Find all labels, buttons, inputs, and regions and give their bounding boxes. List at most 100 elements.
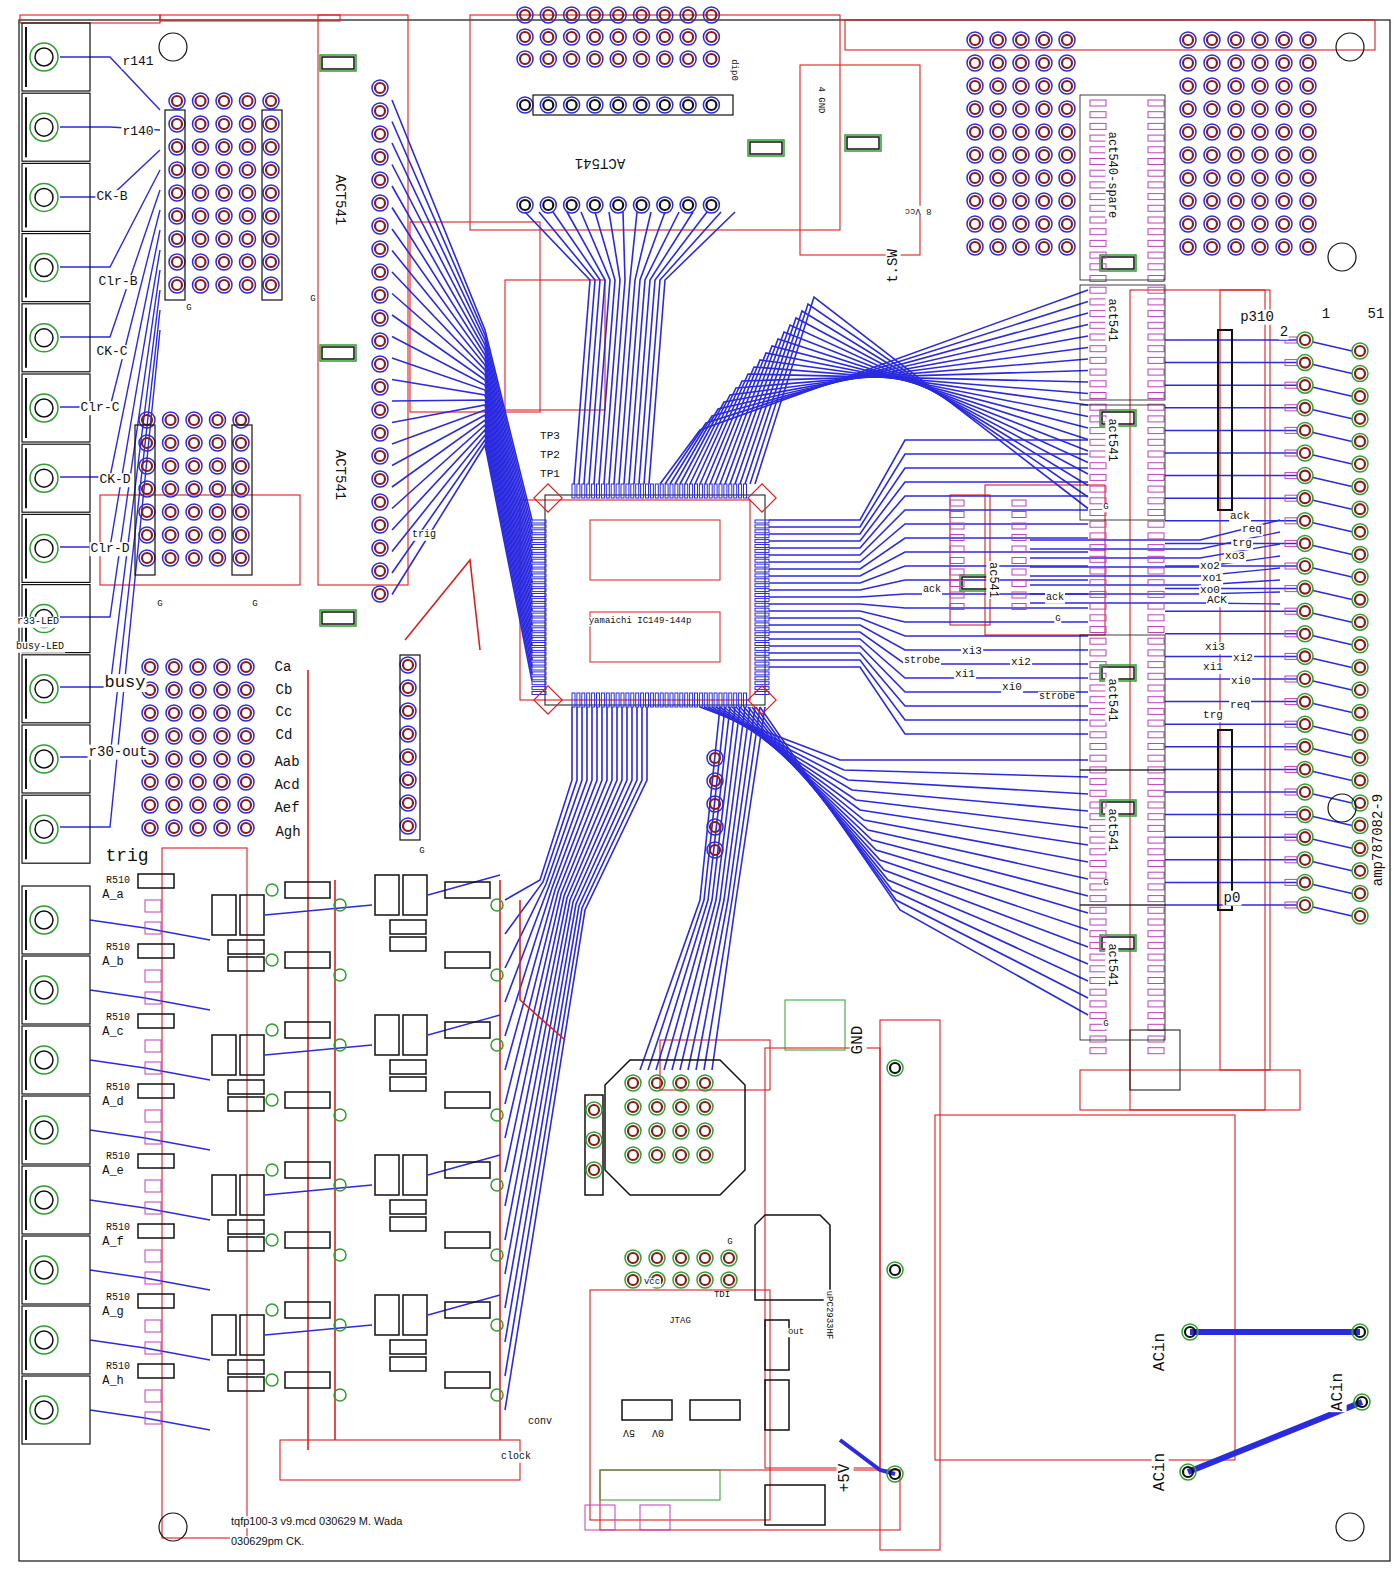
pad-hole [236, 461, 246, 471]
pad-ring [1180, 124, 1196, 140]
pad-hole [1279, 58, 1289, 68]
pad-hole [1355, 391, 1365, 401]
pad-ring [240, 93, 256, 109]
via [334, 1179, 346, 1191]
copper-trace [90, 1340, 210, 1360]
smd-pad [1090, 451, 1106, 457]
ic-pin [680, 693, 683, 707]
pad-ring [193, 254, 209, 270]
connector-edge [25, 97, 27, 157]
pad-ring [1180, 101, 1196, 117]
smd-pad [1090, 100, 1106, 106]
pcb-label: xi1 [954, 669, 976, 681]
pad-ring [193, 185, 209, 201]
pad-ring [610, 7, 626, 23]
pad-hole [189, 415, 199, 425]
pad-ring [139, 550, 155, 566]
copper-trace [392, 415, 532, 639]
pad-hole [213, 553, 223, 563]
board-region [800, 65, 920, 255]
pcb-label: trig [411, 530, 437, 541]
connector-housing [22, 163, 90, 231]
pcb-label: p310 [1239, 310, 1275, 325]
pad-ring [193, 231, 209, 247]
ic-pin [650, 484, 653, 498]
pad-ring [169, 116, 185, 132]
pad-hole [1303, 81, 1313, 91]
connector-pin [35, 1261, 53, 1279]
via [266, 884, 278, 896]
smd-pad [1148, 463, 1164, 469]
pcb-label: R510 [105, 1223, 131, 1234]
pad-ring [233, 527, 249, 543]
pad-ring [166, 682, 182, 698]
via [334, 1109, 346, 1121]
pcb-label: r30-out [88, 745, 149, 760]
board-region [160, 15, 340, 21]
pcb-label: act541 [1106, 807, 1119, 852]
smd-pad [1285, 631, 1297, 637]
connector-edge [25, 729, 27, 789]
pcb-label: G [418, 847, 425, 856]
pad-hole [543, 100, 553, 110]
pad-hole [590, 32, 600, 42]
pad-ring [1297, 716, 1313, 732]
ic-pin [755, 682, 769, 685]
pad-ring [372, 517, 388, 533]
ic-pin [532, 535, 546, 538]
pad-ring [233, 550, 249, 566]
pad-hole [520, 100, 530, 110]
ic-pin [606, 484, 609, 498]
smd-pad [1090, 603, 1106, 609]
smd-pad [1148, 357, 1164, 363]
copper-trace [505, 707, 647, 1410]
pad-hole [1016, 58, 1026, 68]
resistor-body [138, 1224, 174, 1238]
pad-ring [564, 197, 580, 213]
connector-ring [30, 394, 58, 422]
board-region [520, 500, 750, 700]
ic-pin [636, 484, 639, 498]
pad-hole [166, 484, 176, 494]
copper-trace [1313, 681, 1352, 690]
capacitor-pad [320, 55, 356, 71]
ic-pin [755, 643, 769, 646]
ic-pin [592, 484, 595, 498]
pad-ring [707, 750, 723, 766]
pad-hole [1300, 471, 1310, 481]
ic-pin [532, 574, 546, 577]
pcb-label: Cd [275, 728, 294, 743]
copper-trace [736, 707, 1088, 913]
pcb-label: busy-LED [15, 642, 65, 653]
pad-ring [1352, 795, 1368, 811]
pad-ring [673, 1272, 689, 1288]
pad-ring [703, 7, 719, 23]
pad-ring [1297, 761, 1313, 777]
pcb-label: trg [1202, 710, 1224, 722]
ic-pin [626, 693, 629, 707]
pad-ring [1204, 78, 1220, 94]
connector-ring [30, 976, 58, 1004]
ic-pin [655, 693, 658, 707]
pad-hole [1279, 104, 1289, 114]
pad-ring [1352, 908, 1368, 924]
pad-ring [697, 1099, 713, 1115]
smd-pad [1090, 685, 1106, 691]
connector-housing [22, 1236, 90, 1304]
connector-ring [30, 906, 58, 934]
pad-hole [217, 662, 227, 672]
pad-ring [1352, 885, 1368, 901]
pcb-label: A_d [101, 1096, 125, 1109]
ic-body [390, 1217, 426, 1231]
pad-hole [189, 507, 199, 517]
pad-ring [372, 586, 388, 602]
smd-pad [1148, 1048, 1164, 1054]
ic-pin [704, 484, 707, 498]
copper-trace [1313, 545, 1352, 554]
pad-hole [1300, 606, 1310, 616]
smd-pad [1148, 978, 1164, 984]
pcb-label: out [787, 1328, 805, 1337]
pad-ring [1180, 193, 1196, 209]
pad-ring [1276, 32, 1292, 48]
pad-hole [403, 660, 413, 670]
